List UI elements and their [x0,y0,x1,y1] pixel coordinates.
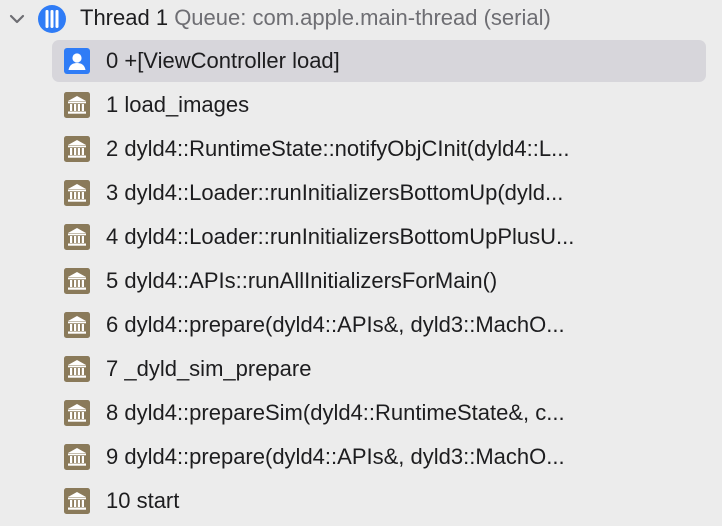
stack-frame-label: 8 dyld4::prepareSim(dyld4::RuntimeState&… [106,400,565,425]
user-code-icon [64,48,90,74]
system-library-icon [64,180,90,206]
stack-frame-label: 9 dyld4::prepare(dyld4::APIs&, dyld3::Ma… [106,444,565,469]
stack-frame-row[interactable]: 1 load_images [56,84,706,126]
stack-frame-label: 0 +[ViewController load] [106,48,340,73]
stack-frame-label: 5 dyld4::APIs::runAllInitializersForMain… [106,268,498,293]
stack-frame-row[interactable]: 0 +[ViewController load] [52,40,706,82]
system-library-icon [64,356,90,382]
system-library-icon [64,224,90,250]
stack-frame-row[interactable]: 5 dyld4::APIs::runAllInitializersForMain… [56,260,706,302]
stack-frame-label: 2 dyld4::RuntimeState::notifyObjCInit(dy… [106,136,570,161]
stack-frame-label: 10 start [106,488,180,513]
chevron-down-icon[interactable] [7,9,27,29]
stack-frame-row[interactable]: 7 _dyld_sim_prepare [56,348,706,390]
stack-frame-label: 4 dyld4::Loader::runInitializersBottomUp… [106,224,575,249]
stack-frame-row[interactable]: 4 dyld4::Loader::runInitializersBottomUp… [56,216,706,258]
stack-frame-row[interactable]: 6 dyld4::prepare(dyld4::APIs&, dyld3::Ma… [56,304,706,346]
thread-row[interactable]: Thread 1 Queue: com.apple.main-thread (s… [0,0,722,37]
stack-frame-row[interactable]: 10 start [56,480,706,522]
stack-frame-row[interactable]: 8 dyld4::prepareSim(dyld4::RuntimeState&… [56,392,706,434]
thread-queue: Queue: com.apple.main-thread (serial) [174,5,551,30]
system-library-icon [64,400,90,426]
thread-icon [38,5,66,33]
stack-frame-label: 6 dyld4::prepare(dyld4::APIs&, dyld3::Ma… [106,312,565,337]
stack-frame-label: 3 dyld4::Loader::runInitializersBottomUp… [106,180,564,205]
stack-frame-label: 1 load_images [106,92,250,117]
system-library-icon [64,92,90,118]
stack-frame-row[interactable]: 9 dyld4::prepare(dyld4::APIs&, dyld3::Ma… [56,436,706,478]
system-library-icon [64,312,90,338]
stack-frame-label: 7 _dyld_sim_prepare [106,356,312,381]
stack-frame-row[interactable]: 3 dyld4::Loader::runInitializersBottomUp… [56,172,706,214]
system-library-icon [64,488,90,514]
system-library-icon [64,444,90,470]
system-library-icon [64,268,90,294]
thread-title: Thread 1 Queue: com.apple.main-thread (s… [80,4,551,32]
thread-name: Thread 1 [80,5,169,30]
stack-frame-row[interactable]: 2 dyld4::RuntimeState::notifyObjCInit(dy… [56,128,706,170]
system-library-icon [64,136,90,162]
